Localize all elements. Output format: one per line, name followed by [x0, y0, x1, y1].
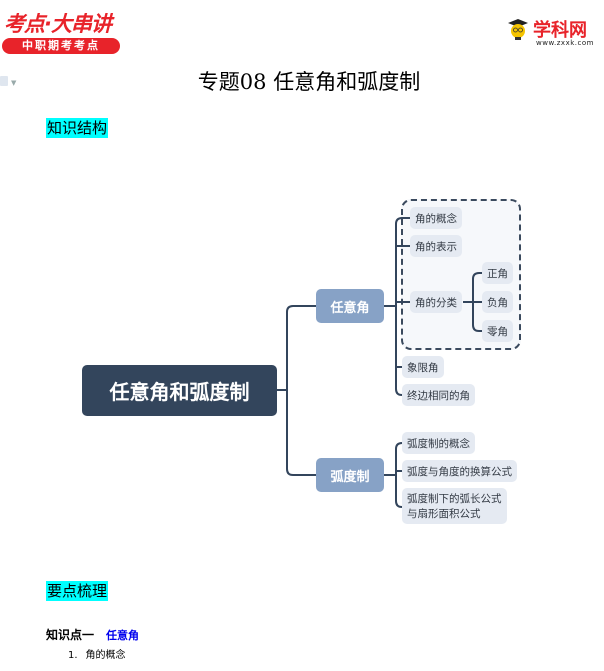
leaf-node: 象限角 — [402, 356, 444, 378]
leaf-node-multiline: 弧度制下的弧长公式 与扇形面积公式 — [402, 488, 507, 524]
dropdown-caret-icon[interactable]: ▼ — [11, 79, 17, 87]
leaf-line: 与扇形面积公式 — [407, 508, 481, 520]
leaf-node: 终边相同的角 — [402, 384, 475, 406]
leaf-line: 弧度制下的弧长公式 — [407, 493, 502, 505]
leaf-node: 弧度制的概念 — [402, 432, 475, 454]
mind-map: 任意角和弧度制 任意角 弧度制 角的概念 角的表示 角的分类 正角 负角 零角 … — [0, 190, 604, 530]
leaf-node: 正角 — [482, 262, 513, 284]
kaodian-logo: 考点·大串讲 中职期考考点 — [2, 8, 120, 56]
list-number: 1. — [68, 650, 78, 661]
mind-map-connectors — [277, 217, 482, 508]
logo-name: 学科网 — [533, 20, 587, 41]
section-heading-summary: 要点梳理 — [46, 580, 109, 601]
section-heading-text: 知识结构 — [46, 118, 109, 138]
list-item: 1. 角的概念 — [68, 646, 126, 661]
mind-map-root: 任意角和弧度制 — [82, 365, 277, 416]
leaf-node: 负角 — [482, 291, 513, 313]
knowledge-point-label: 知识点一 — [46, 628, 95, 642]
knowledge-point-topic: 任意角 — [106, 629, 140, 642]
knowledge-point-heading: 知识点一任意角 — [46, 626, 139, 643]
section-heading-text: 要点梳理 — [46, 581, 109, 601]
leaf-node: 角的概念 — [410, 207, 462, 229]
branch-node-radian: 弧度制 — [316, 458, 384, 492]
leaf-node: 零角 — [482, 320, 513, 342]
graduate-mascot-icon — [508, 19, 528, 40]
page-title: 专题08 任意角和弧度制 — [197, 70, 421, 94]
branch-node-arbitrary-angle: 任意角 — [316, 289, 384, 323]
leaf-node: 角的表示 — [410, 235, 462, 257]
list-text: 角的概念 — [85, 650, 126, 661]
logo-url: www.zxxk.com — [536, 39, 594, 47]
logo-tagline: 中职期考考点 — [2, 38, 120, 54]
logo-main-text: 考点·大串讲 — [4, 12, 112, 36]
zxxk-logo: 学科网 www.zxxk.com — [505, 12, 604, 52]
paste-options-icon[interactable] — [0, 76, 8, 86]
section-heading-structure: 知识结构 — [46, 117, 109, 138]
leaf-node: 角的分类 — [410, 291, 462, 313]
leaf-node: 弧度与角度的换算公式 — [402, 460, 517, 482]
